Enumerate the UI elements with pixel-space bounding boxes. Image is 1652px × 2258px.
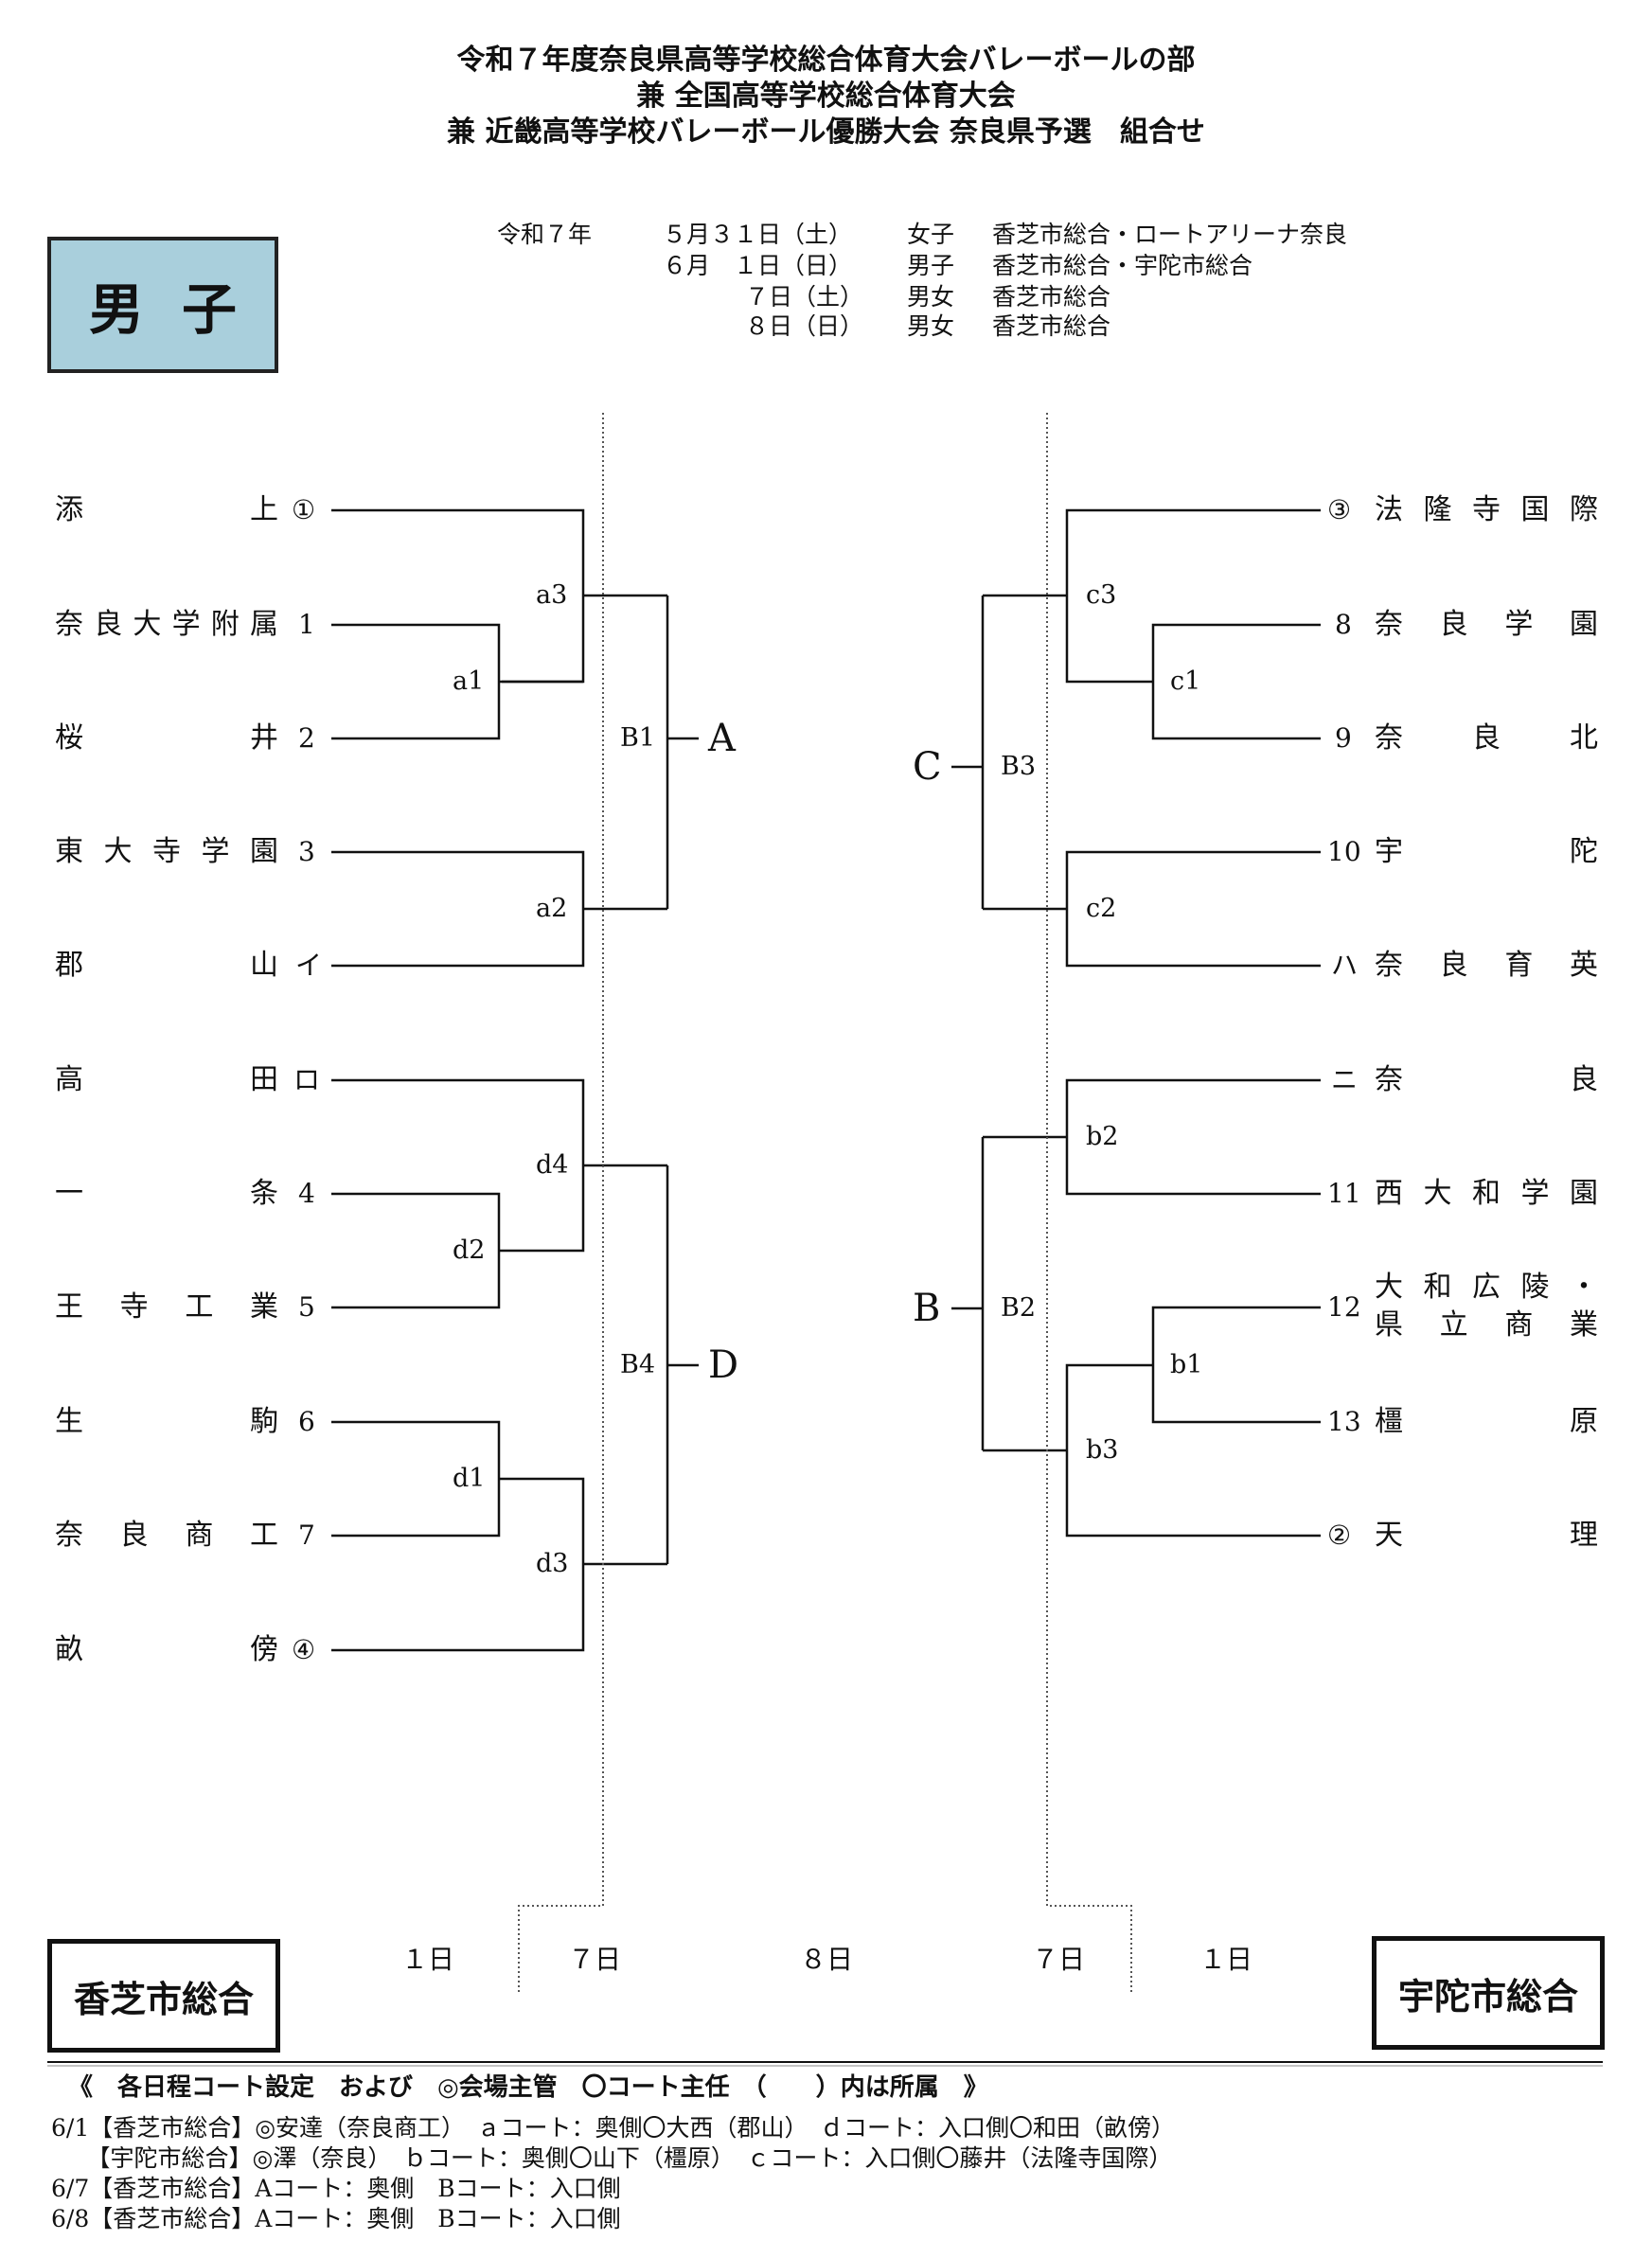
match-label-d1: d1 — [453, 1464, 486, 1493]
team-seed: 7 — [298, 1520, 315, 1551]
team-name: 郡山 — [55, 949, 278, 982]
team-seed: 2 — [298, 722, 315, 754]
team-name: 大和広陵・ — [1375, 1271, 1598, 1304]
match-label-B2: B2 — [1001, 1293, 1037, 1323]
team-name: 畝傍 — [55, 1633, 278, 1666]
team-name: 添上 — [55, 493, 278, 526]
team-seed: 8 — [1335, 609, 1352, 640]
match-label-B1: B1 — [620, 723, 656, 753]
team-name-line2: 県立商業 — [1375, 1308, 1598, 1342]
schedule-date: ５月３１日（土） — [663, 221, 853, 248]
team-seed: ③ — [1327, 494, 1352, 525]
team-name: 高田 — [55, 1063, 278, 1096]
schedule-date: ６月 １日（日） — [663, 252, 853, 279]
team-name: 一条 — [55, 1177, 278, 1210]
day-label-right-7: ７日 — [1032, 1944, 1086, 1975]
match-label-b1: b1 — [1170, 1350, 1203, 1379]
match-label-a2: a2 — [536, 894, 568, 923]
schedule-gender: 男女 — [907, 312, 955, 340]
schedule-date: ７日（土） — [745, 283, 864, 311]
match-label-c2: c2 — [1086, 894, 1117, 923]
day-label-left-1: １日 — [401, 1944, 455, 1975]
schedule-date: ８日（日） — [745, 312, 864, 340]
team-name: 桜井 — [55, 721, 278, 755]
team-seed: ① — [292, 494, 316, 525]
team-name: 生駒 — [55, 1405, 278, 1438]
match-label-B4: B4 — [620, 1350, 656, 1379]
team-name: 奈良学園 — [1375, 608, 1598, 641]
match-label-B3: B3 — [1001, 752, 1037, 781]
team-seed: ロ — [293, 1064, 321, 1095]
footer-heading: 《 各日程コート設定 および ◎会場主管 〇コート主任 （ ）内は所属 》 — [68, 2073, 988, 2102]
team-name: 宇陀 — [1375, 835, 1598, 868]
team-seed: 5 — [298, 1291, 315, 1323]
team-name: 王寺工業 — [55, 1290, 278, 1324]
match-label-c3: c3 — [1086, 580, 1117, 610]
schedule-venue: 香芝市総合・ロートアリーナ奈良 — [992, 221, 1348, 248]
block-letter-A: A — [708, 717, 736, 760]
team-seed: 6 — [298, 1406, 315, 1437]
match-label-a3: a3 — [536, 580, 568, 610]
team-name: 西大和学園 — [1375, 1177, 1598, 1210]
team-seed: イ — [295, 950, 323, 981]
match-label-d4: d4 — [536, 1150, 569, 1180]
team-seed: ② — [1327, 1520, 1352, 1551]
schedule-venue: 香芝市総合・宇陀市総合 — [992, 252, 1253, 279]
title-line-3: 兼 近畿高等学校バレーボール優勝大会 奈良県予選 組合せ — [447, 116, 1205, 149]
footer-line: 6/8【香芝市総合】Aコート：奥側 Bコート：入口側 — [51, 2205, 621, 2232]
schedule-venue: 香芝市総合 — [992, 312, 1111, 340]
team-seed: 13 — [1327, 1406, 1361, 1437]
team-name: 法隆寺国際 — [1375, 493, 1598, 526]
schedule-venue: 香芝市総合 — [992, 283, 1111, 311]
schedule-gender: 男女 — [907, 283, 955, 311]
team-name: 天理 — [1375, 1519, 1598, 1552]
venue-box-right: 宇陀市総合 — [1372, 1936, 1605, 2050]
team-seed: ニ — [1331, 1064, 1359, 1095]
footer-line: 6/7【香芝市総合】Aコート：奥側 Bコート：入口側 — [51, 2175, 621, 2202]
title-line-2: 兼 全国高等学校総合体育大会 — [636, 80, 1016, 113]
team-name: 奈良大学附属 — [55, 608, 278, 641]
match-label-d3: d3 — [536, 1549, 569, 1578]
day-label-center-8: ８日 — [800, 1944, 854, 1975]
team-seed: 10 — [1327, 836, 1361, 867]
day-label-right-1: １日 — [1199, 1944, 1253, 1975]
match-label-d2: d2 — [453, 1236, 486, 1265]
block-letter-B: B — [913, 1287, 941, 1330]
match-label-b2: b2 — [1086, 1122, 1119, 1151]
day-label-left-7: ７日 — [568, 1944, 622, 1975]
team-name: 奈良商工 — [55, 1519, 278, 1552]
block-letter-C: C — [913, 745, 942, 789]
match-label-b3: b3 — [1086, 1435, 1119, 1465]
footer-line: 6/1【香芝市総合】◎安達（奈良商工） ａコート：奥側〇大西（郡山） ｄコート：… — [51, 2114, 1176, 2142]
schedule-gender: 女子 — [907, 221, 955, 248]
team-seed: ハ — [1331, 950, 1359, 981]
team-name: 橿原 — [1375, 1405, 1598, 1438]
block-letter-D: D — [708, 1343, 739, 1387]
venue-box-left: 香芝市総合 — [47, 1939, 280, 2053]
match-label-c1: c1 — [1170, 667, 1201, 696]
team-seed: 1 — [298, 609, 315, 640]
team-seed: 12 — [1327, 1291, 1361, 1323]
gender-label: 男子 — [47, 237, 278, 373]
team-seed: ④ — [292, 1634, 316, 1665]
team-seed: 9 — [1335, 722, 1352, 754]
schedule-gender: 男子 — [907, 252, 955, 279]
team-name: 東大寺学園 — [55, 835, 278, 868]
footer-line: 【宇陀市総合】◎澤（奈良） ｂコート：奥側〇山下（橿原） ｃコート：入口側〇藤井… — [51, 2144, 1173, 2172]
schedule-era: 令和７年 — [497, 221, 593, 248]
title-line-1: 令和７年度奈良県高等学校総合体育大会バレーボールの部 — [456, 44, 1196, 77]
team-name: 奈良育英 — [1375, 949, 1598, 982]
team-seed: 11 — [1327, 1178, 1361, 1209]
team-seed: 3 — [298, 836, 315, 867]
match-label-a1: a1 — [453, 667, 485, 696]
team-name: 奈良 — [1375, 1063, 1598, 1096]
team-name: 奈良北 — [1375, 721, 1598, 755]
team-seed: 4 — [298, 1178, 315, 1209]
